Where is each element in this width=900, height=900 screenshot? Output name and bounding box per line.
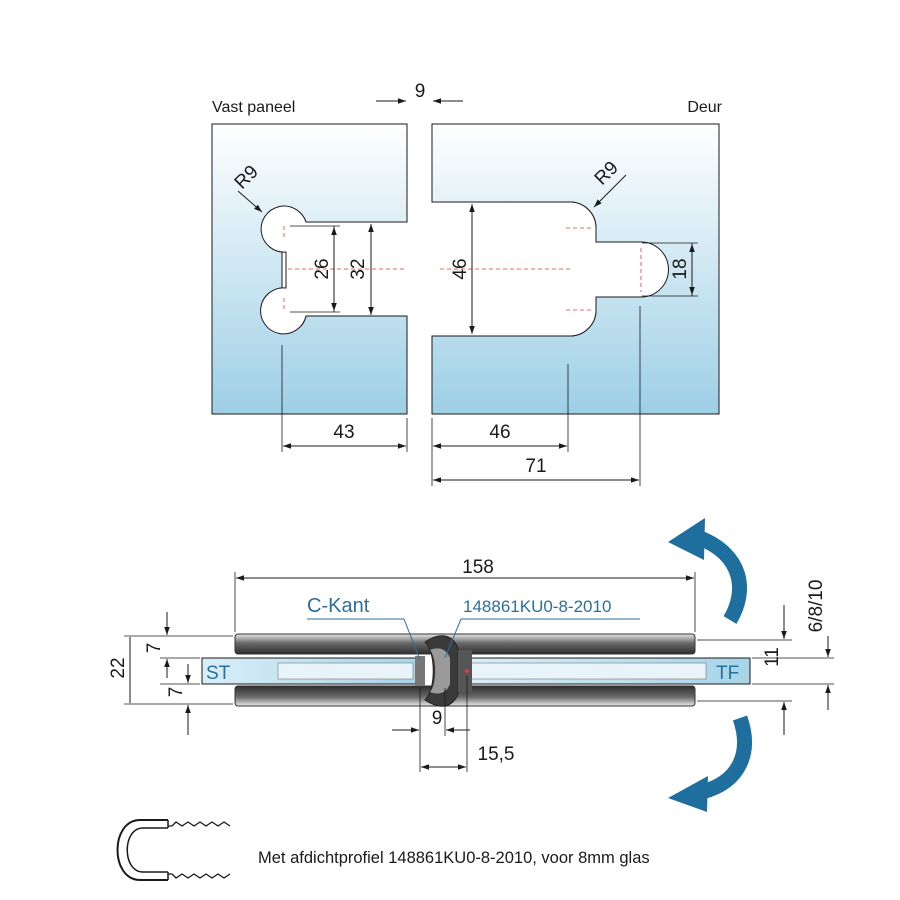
dim-43: 43 xyxy=(333,422,354,443)
dim-7-top: 7 xyxy=(144,643,165,654)
rotate-down-arrow-icon xyxy=(668,715,752,812)
dim-glass-thickness: 6/8/10 xyxy=(806,580,827,633)
tf-label: TF xyxy=(716,663,739,684)
door-label: Deur xyxy=(687,99,722,116)
caption-text: Met afdichtprofiel 148861KU0-8-2010, voo… xyxy=(258,849,650,867)
dim-71: 71 xyxy=(525,456,546,477)
dim-46-horizontal: 46 xyxy=(489,422,510,443)
side-view: ST TF C-Kant 148861KU0-8-2010 158 22 7 7 xyxy=(108,518,834,812)
dim-22: 22 xyxy=(108,657,129,678)
dim-46-vertical: 46 xyxy=(450,258,471,279)
seal-profile-icon xyxy=(116,819,231,881)
dim-11: 11 xyxy=(762,647,783,667)
dim-32: 32 xyxy=(348,258,369,279)
dim-18: 18 xyxy=(670,258,691,279)
rotate-up-arrow-icon xyxy=(668,518,748,624)
dim-15-5: 15,5 xyxy=(478,744,515,765)
dim-26: 26 xyxy=(312,258,333,279)
dim-7-bottom: 7 xyxy=(166,687,187,698)
st-label: ST xyxy=(206,663,231,684)
fixed-panel-label: Vast paneel xyxy=(212,99,295,116)
profile-code-label: 148861KU0-8-2010 xyxy=(463,597,611,616)
pivot-point xyxy=(465,669,469,673)
c-kant-label: C-Kant xyxy=(307,595,370,617)
dim-158: 158 xyxy=(462,557,494,578)
top-view: Vast paneel Deur 9 R9 R9 26 32 46 xyxy=(211,81,723,486)
dim-9-bottom: 9 xyxy=(432,708,443,729)
dim-gap-top: 9 xyxy=(415,81,426,102)
door-cutout xyxy=(432,201,669,337)
